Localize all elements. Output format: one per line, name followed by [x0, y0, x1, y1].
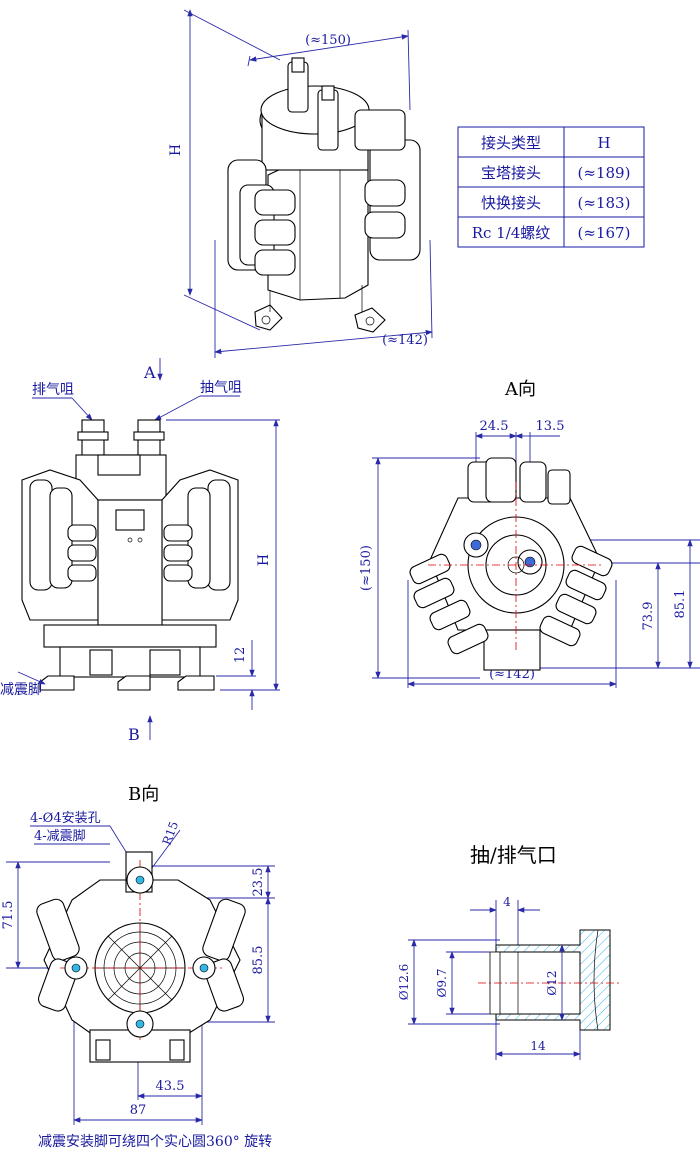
exhaust-label: 排气咀 — [32, 382, 74, 398]
a-view-title: A向 — [504, 379, 536, 400]
a-dim-left: 24.5 — [480, 419, 509, 434]
table-row-2-h: (≈183) — [578, 194, 631, 212]
port-dim-4: 4 — [503, 895, 511, 909]
table-header-type: 接头类型 — [481, 134, 541, 152]
iso-dim-bottom: (≈142) — [382, 333, 428, 348]
table-row-3-type: Rc 1/4螺纹 — [472, 224, 551, 242]
iso-dim-top: (≈150) — [305, 33, 351, 48]
table-row-1-type: 宝塔接头 — [481, 164, 541, 182]
table-row-1-h: (≈189) — [578, 164, 631, 182]
joint-table: 接头类型 H 宝塔接头 (≈189) 快换接头 (≈183) Rc 1/4螺纹 … — [457, 126, 645, 248]
b-view-caption: 减震安装脚可绕四个实心圆360° 旋转 — [38, 1134, 272, 1150]
table-header-h: H — [597, 134, 610, 152]
b-dim-43: 43.5 — [156, 1079, 185, 1094]
suction-label: 抽气咀 — [200, 380, 242, 396]
a-dim-right: 13.5 — [536, 419, 565, 434]
iso-dim-height: H — [168, 144, 184, 156]
port-view: 抽/排气口 4 Ø12.6 Ø9.7 Ø12 14 — [397, 843, 620, 1060]
a-view: A向 24.5 13.5 (≈150) (≈142) 73.9 85.1 — [359, 379, 700, 688]
front-dim-height: H — [256, 554, 272, 566]
a-dim-width: (≈142) — [489, 667, 535, 682]
front-view: A 排气咀 抽气咀 — [0, 358, 280, 744]
port-dim-126: Ø12.6 — [397, 964, 411, 1001]
a-dim-73: 73.9 — [641, 602, 656, 631]
hole-label: 4-Ø4安装孔 — [30, 811, 101, 826]
b-dim-87: 87 — [130, 1103, 147, 1118]
arrow-b-label: B — [128, 725, 140, 744]
b-view: B向 4-Ø4安装孔 4-减震脚 R15 71.5 23.5 85.5 43.5… — [1, 784, 275, 1150]
port-dim-97: Ø9.7 — [435, 969, 449, 998]
b-dim-85: 85.5 — [251, 946, 266, 975]
table-row-2-type: 快换接头 — [481, 194, 541, 212]
front-dim-foot: 12 — [233, 647, 248, 664]
a-dim-85: 85.1 — [673, 590, 688, 619]
isometric-view: (≈150) H (≈142) — [168, 9, 433, 358]
pump-body-bottom — [36, 851, 246, 1063]
pump-body-top — [409, 457, 613, 671]
b-dim-23: 23.5 — [251, 868, 266, 897]
damper-label: 减震脚 — [0, 682, 42, 698]
b-dim-71: 71.5 — [1, 901, 16, 930]
b-view-title: B向 — [128, 784, 159, 805]
a-dim-height: (≈150) — [359, 545, 374, 591]
port-view-title: 抽/排气口 — [470, 843, 557, 867]
pump-body-iso — [227, 57, 421, 333]
port-dim-12: Ø12 — [545, 970, 559, 995]
foot-label: 4-减震脚 — [34, 828, 86, 844]
port-dim-14: 14 — [530, 1039, 546, 1053]
arrow-a-label: A — [143, 363, 156, 382]
table-row-3-h: (≈167) — [578, 224, 631, 242]
